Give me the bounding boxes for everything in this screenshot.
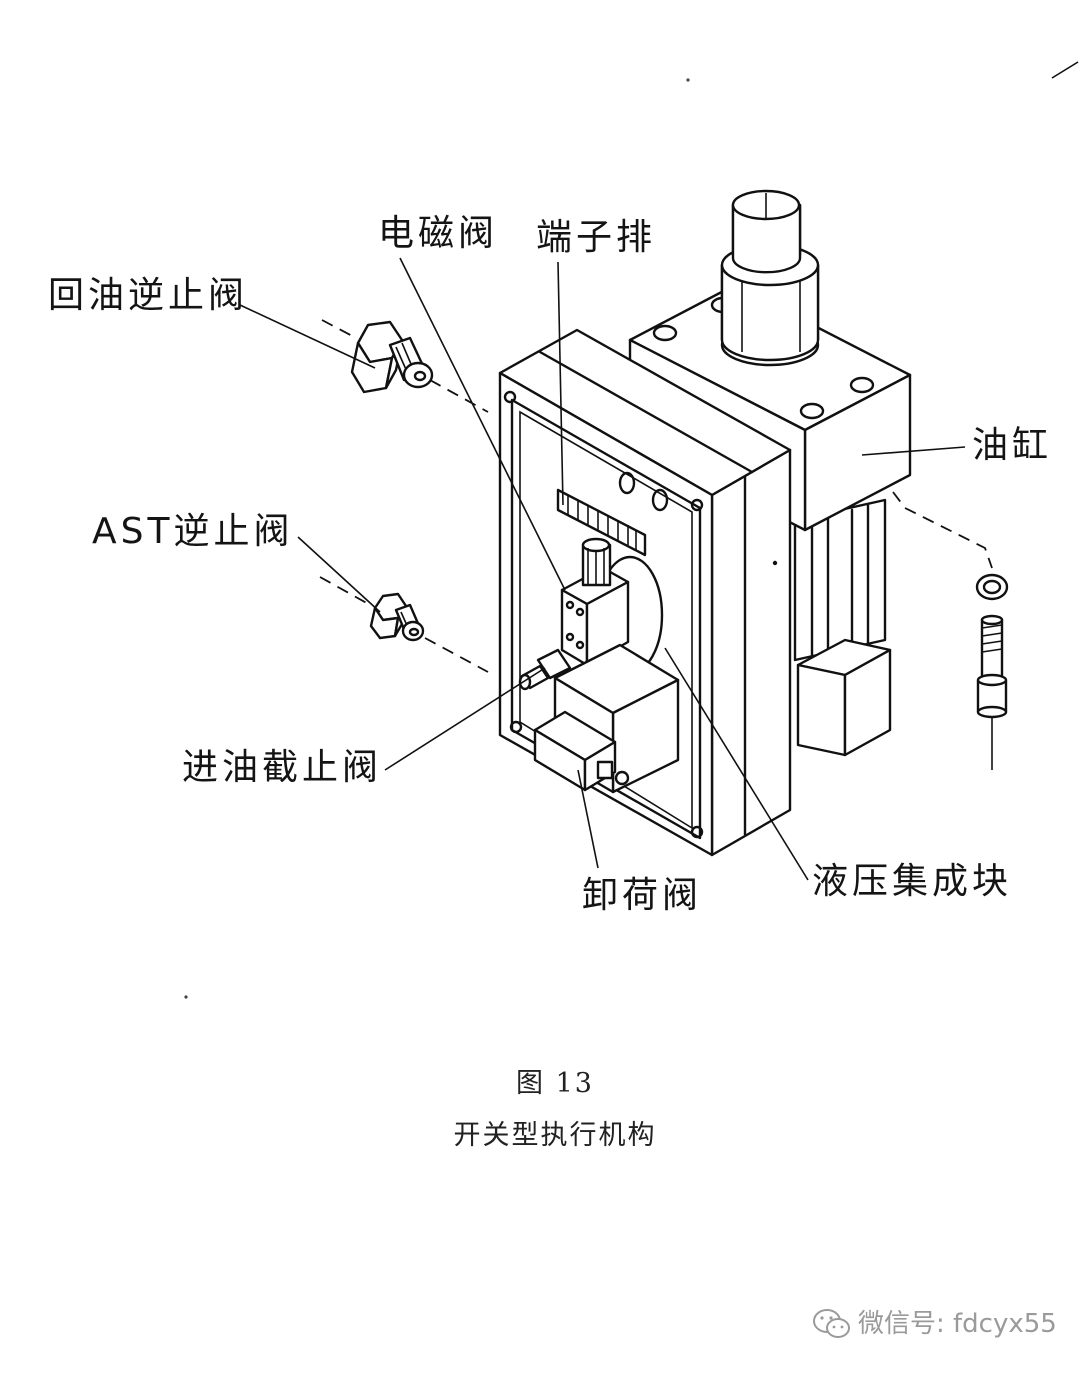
leader-lines xyxy=(239,257,966,881)
oring-and-bolt-drawing xyxy=(975,573,1009,770)
label-inlet-stop-valve: 进油截止阀 xyxy=(182,747,383,788)
ast-check-valve-drawing xyxy=(369,592,425,642)
figure-title: 开关型执行机构 xyxy=(453,1120,657,1151)
label-oil-cylinder: 油缸 xyxy=(972,425,1053,466)
assembly-dashed-lines xyxy=(319,319,993,673)
label-unloading-valve: 卸荷阀 xyxy=(582,875,703,916)
label-hydraulic-block: 液压集成块 xyxy=(812,861,1013,902)
label-return-check-valve: 回油逆止阀 xyxy=(48,275,249,316)
label-ast-check-valve: AST逆止阀 xyxy=(92,511,294,552)
label-terminal-block: 端子排 xyxy=(536,217,657,258)
label-solenoid-valve: 电磁阀 xyxy=(378,213,499,254)
hydraulic-block-drawing xyxy=(498,328,792,857)
figure-number: 图 13 xyxy=(516,1068,594,1099)
return-check-valve-drawing xyxy=(350,320,434,394)
watermark-text: 微信号: fdcyx55 xyxy=(858,1309,1057,1339)
wechat-icon xyxy=(813,1309,850,1338)
